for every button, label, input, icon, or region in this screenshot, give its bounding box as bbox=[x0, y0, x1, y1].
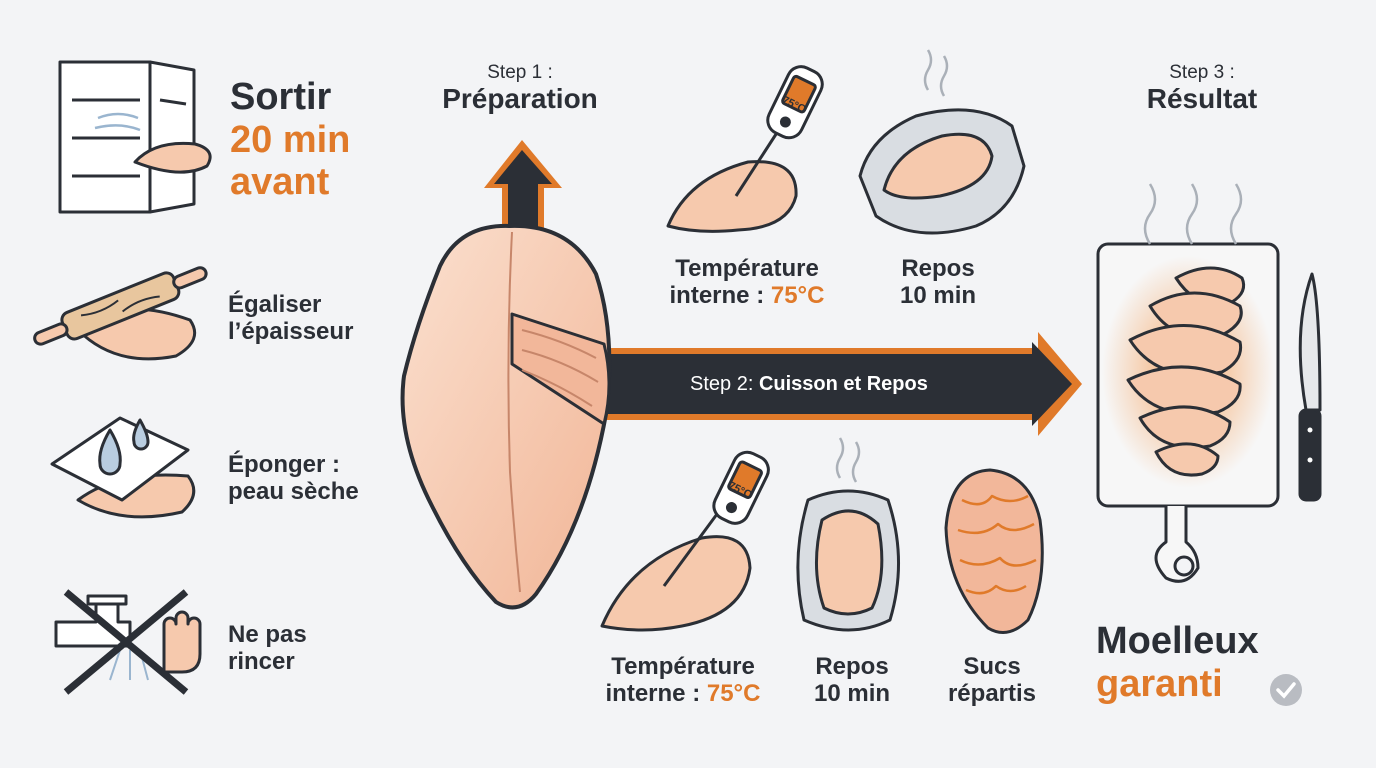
cutting-board-icon bbox=[1096, 183, 1280, 583]
bottom-juices-label: Sucs répartis bbox=[947, 653, 1037, 707]
thermometer-chicken-icon-top: 75°C bbox=[666, 65, 824, 233]
knife-icon bbox=[1298, 272, 1322, 502]
rolling-pin-icon bbox=[33, 266, 208, 361]
fridge-icon bbox=[58, 60, 212, 214]
left-step-3-label: Éponger : peau sèche bbox=[228, 451, 359, 505]
left-step-1-label: Sortir 20 min avant bbox=[230, 76, 351, 204]
left-step-4-label: Ne pas rincer bbox=[228, 621, 307, 675]
step-2-arrow bbox=[590, 332, 1082, 436]
step-1-heading: Step 1 : Préparation bbox=[442, 62, 598, 115]
top-temperature-label: Température interne : 75°C bbox=[669, 255, 825, 309]
foil-chicken-icon-top bbox=[858, 49, 1026, 235]
chicken-breast-large bbox=[400, 223, 612, 610]
top-rest-label: Repos 10 min bbox=[899, 255, 977, 309]
foil-chicken-icon-bottom bbox=[796, 437, 900, 632]
left-step-2-label: Égaliser l’épaisseur bbox=[228, 291, 354, 345]
no-rinse-icon bbox=[54, 589, 202, 695]
bottom-rest-label: Repos 10 min bbox=[813, 653, 891, 707]
step-2-label: Step 2: Cuisson et Repos bbox=[690, 373, 928, 395]
paper-towel-icon bbox=[50, 416, 196, 519]
checkmark-badge-icon bbox=[1270, 674, 1302, 706]
thermometer-chicken-icon-bottom: 75°C bbox=[600, 450, 770, 632]
step-3-heading: Step 3 : Résultat bbox=[1146, 62, 1258, 115]
result-label: Moelleux garanti bbox=[1096, 620, 1259, 705]
bottom-temperature-label: Température interne : 75°C bbox=[605, 653, 761, 707]
juicy-chicken-icon bbox=[944, 468, 1044, 634]
